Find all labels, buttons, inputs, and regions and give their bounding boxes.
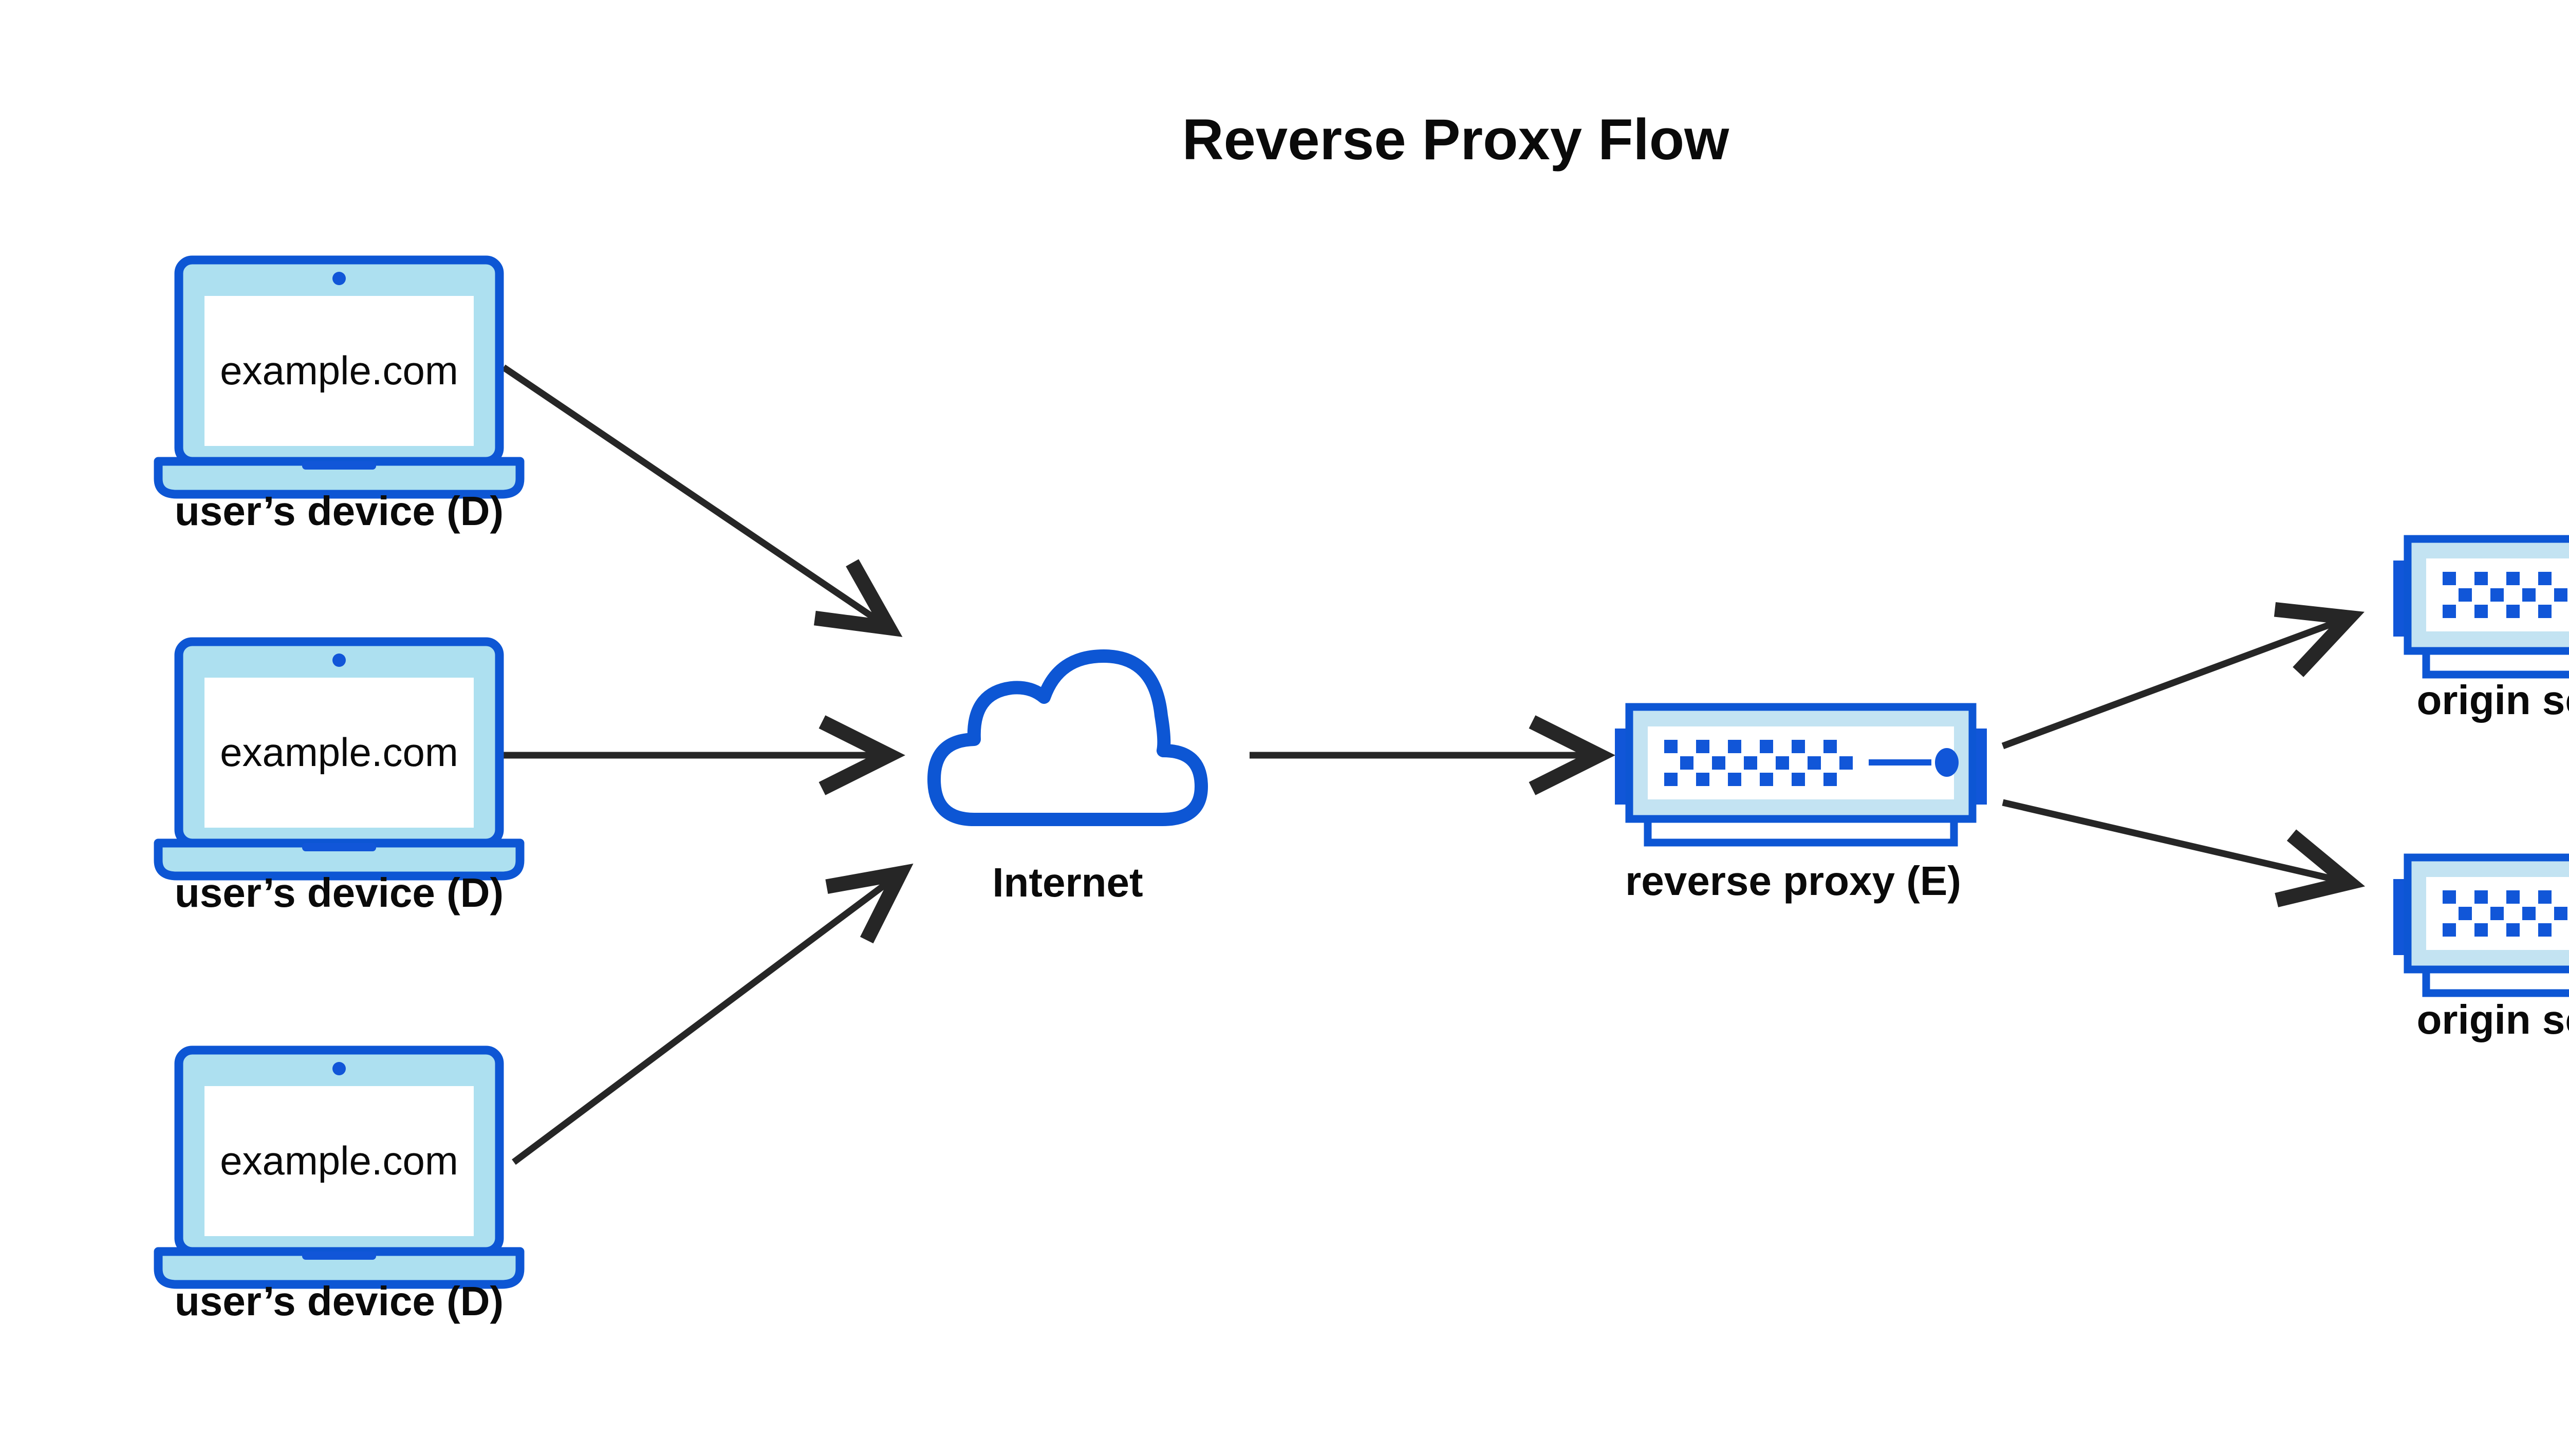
arrow-proxy-to-origin2 <box>2002 799 2366 907</box>
node-label-internet: Internet <box>992 860 1143 905</box>
arrow-device1-to-internet <box>501 364 903 637</box>
laptop-screen-text: example.com <box>220 730 458 775</box>
node-internet-cloud[interactable]: Internet <box>934 656 1201 905</box>
arrow-proxy-to-origin1 <box>2001 602 2365 750</box>
node-reverse-proxy[interactable]: reverse proxy (E) <box>1615 707 1987 904</box>
node-label-user-device-1: user’s device (D) <box>175 488 504 534</box>
node-label-reverse-proxy: reverse proxy (E) <box>1625 858 1961 904</box>
node-label-user-device-2: user’s device (D) <box>175 870 504 916</box>
server-icon <box>2393 857 2569 993</box>
laptop-screen-text: example.com <box>220 1138 458 1183</box>
node-user-device-1[interactable]: example.com user’s device (D) <box>158 260 520 534</box>
arrow-device3-to-internet <box>512 863 914 1165</box>
node-origin-server-1[interactable]: origin server (F) <box>2393 539 2569 723</box>
node-origin-server-2[interactable]: origin server (F) <box>2393 857 2569 1042</box>
node-label-origin-server-2: origin server (F) <box>2416 997 2569 1042</box>
node-label-user-device-3: user’s device (D) <box>175 1278 504 1324</box>
server-icon <box>1615 707 1987 843</box>
connection-arrows <box>501 364 2366 1165</box>
node-user-device-2[interactable]: example.com user’s device (D) <box>158 642 520 916</box>
page-title: Reverse Proxy Flow <box>1182 107 1729 172</box>
node-user-device-3[interactable]: example.com user’s device (D) <box>158 1050 520 1324</box>
node-label-origin-server-1: origin server (F) <box>2416 677 2569 723</box>
laptop-screen-text: example.com <box>220 348 458 393</box>
server-icon <box>2393 539 2569 675</box>
cloud-icon <box>934 656 1201 819</box>
